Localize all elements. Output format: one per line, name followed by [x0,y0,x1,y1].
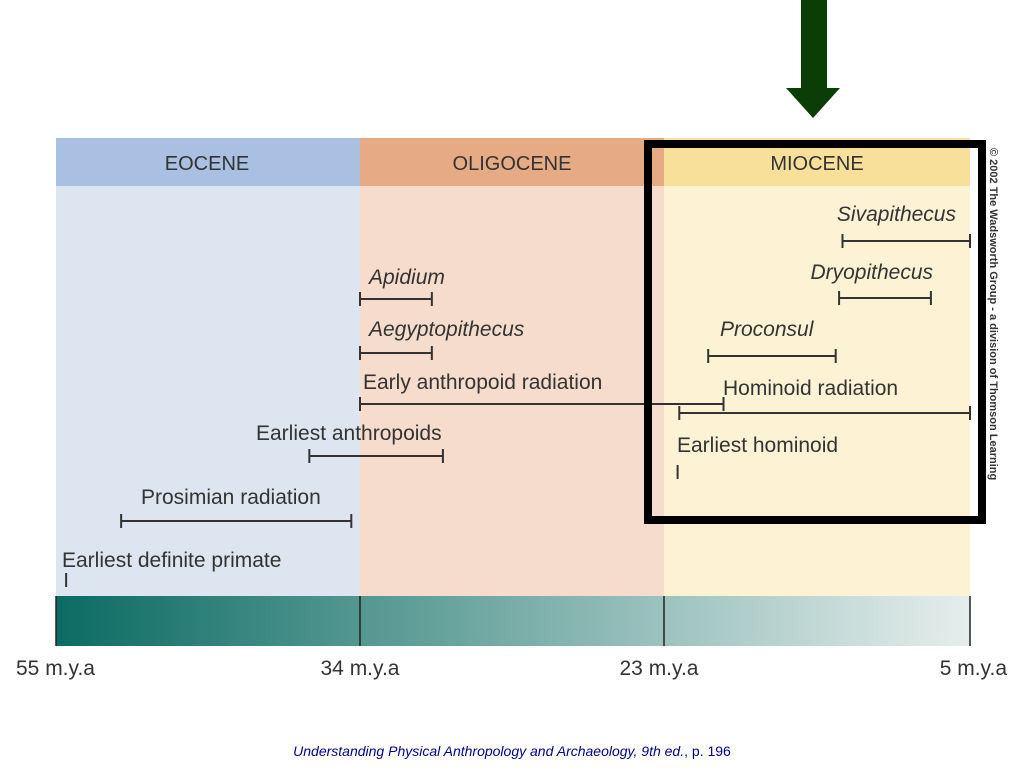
citation-title: Understanding Physical Anthropology and … [293,743,684,759]
range-bar-prosimian-radiation [120,514,353,528]
citation: Understanding Physical Anthropology and … [293,743,731,759]
range-bar-aegyptopithecus [359,346,433,360]
range-bar-hominoid-radiation [678,406,971,420]
event-label-earliest-definite-primate: Earliest definite primate [62,549,281,572]
event-label-dryopithecus: Dryopithecus [810,261,933,284]
time-gradient-bar [56,596,970,646]
epoch-panel-oligocene [360,138,664,596]
miocene-highlight-box [644,140,986,524]
range-bar-earliest-anthropoids [308,449,444,463]
event-label-proconsul: Proconsul [720,318,815,341]
epoch-label-oligocene: OLIGOCENE [453,153,572,175]
event-label-apidium: Apidium [367,266,445,289]
range-bar-dryopithecus [838,291,932,305]
event-range-bars [65,234,971,587]
time-axis-ticks [55,596,971,646]
down-arrow-icon [786,0,840,118]
event-label-aegyptopithecus: Aegyptopithecus [367,318,525,341]
copyright-notice: © 2002 The Wadsworth Group - a division … [987,148,999,480]
event-label-hominoid-radiation: Hominoid radiation [723,377,898,400]
epoch-panels [56,138,970,596]
epoch-label-eocene: EOCENE [165,153,249,175]
range-bar-apidium [359,292,433,306]
event-label-earliest-hominoid: Earliest hominoid [677,434,838,457]
range-bar-proconsul [707,349,837,363]
event-label-prosimian-radiation: Prosimian radiation [141,486,321,509]
event-label-early-anthropoid-radiation: Early anthropoid radiation [363,371,602,394]
epoch-band-oligocene [360,138,664,186]
time-axis-labels: 55 m.y.a 34 m.y.a 23 m.y.a 5 m.y.a [16,657,1007,680]
event-label-sivapithecus: Sivapithecus [837,203,957,226]
range-bar-early-anthropoid-radiation [359,397,725,411]
epoch-band-eocene [56,138,360,186]
epoch-panel-eocene [56,138,360,596]
tick-label-34: 34 m.y.a [321,657,400,680]
citation-page: , p. 196 [684,743,731,759]
tick-label-5: 5 m.y.a [940,657,1008,680]
tick-label-55: 55 m.y.a [16,657,95,680]
event-labels: Sivapithecus Dryopithecus Apidium Aegypt… [62,203,956,572]
range-bar-sivapithecus [841,234,971,248]
epoch-label-miocene: MIOCENE [770,153,863,175]
event-label-earliest-anthropoids: Earliest anthropoids [256,422,442,445]
tick-label-23: 23 m.y.a [620,657,699,680]
